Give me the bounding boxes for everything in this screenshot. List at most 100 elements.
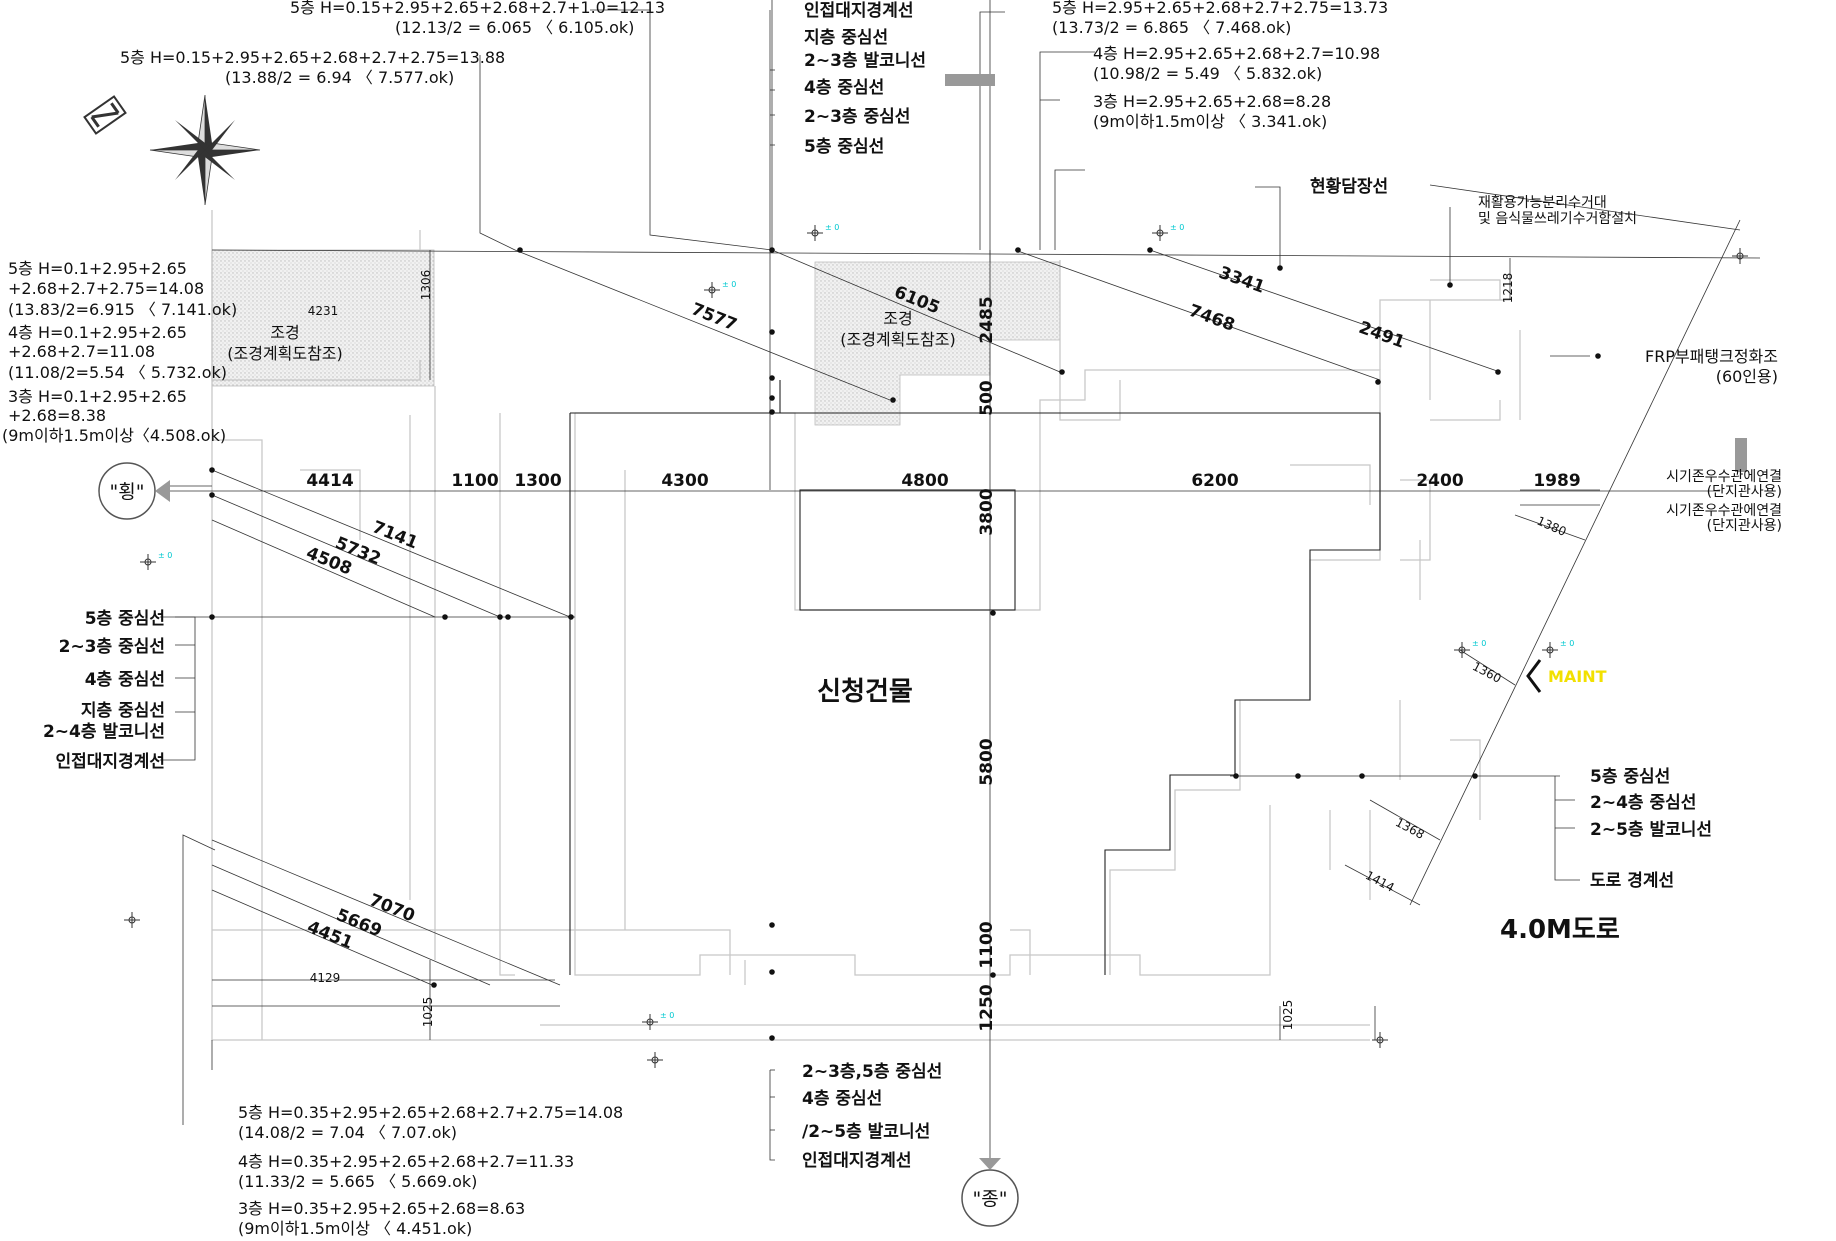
svg-text:1414: 1414 — [1363, 868, 1397, 895]
svg-text:5층 H=0.15+2.95+2.65+2.68+2.7+1: 5층 H=0.15+2.95+2.65+2.68+2.7+1.0=12.13 — [290, 0, 665, 17]
svg-text:2~3층 발코니선: 2~3층 발코니선 — [804, 51, 926, 71]
top-center-labels: 인접대지경계선 지층 중심선 2~3층 발코니선 4층 중심선 2~3층 중심선… — [804, 1, 926, 157]
building-outline — [569, 380, 1381, 975]
svg-text:1100: 1100 — [451, 471, 498, 491]
wall-outlines — [211, 210, 1521, 1041]
svg-text:+2.68=8.38: +2.68=8.38 — [8, 406, 106, 425]
svg-text:2~3층 중심선: 2~3층 중심선 — [59, 637, 165, 657]
level-tags: ± 0 ± 0 ± 0 ± 0 ± 0 ± 0 ± 0 — [158, 223, 1574, 1020]
svg-text:3800: 3800 — [977, 488, 997, 535]
svg-text:± 0: ± 0 — [158, 551, 172, 560]
svg-text:4800: 4800 — [901, 471, 948, 491]
svg-text:5층 H=2.95+2.65+2.68+2.7+2.75=1: 5층 H=2.95+2.65+2.68+2.7+2.75=13.73 — [1052, 0, 1388, 17]
svg-text:7468: 7468 — [1186, 301, 1237, 336]
svg-text:2485: 2485 — [977, 296, 997, 343]
svg-text:2~4층 중심선: 2~4층 중심선 — [1590, 793, 1696, 813]
main-entrance-label: MAINT — [1548, 667, 1607, 686]
svg-text:1100: 1100 — [977, 921, 997, 968]
svg-text:+2.68+2.7+2.75=14.08: +2.68+2.7+2.75=14.08 — [8, 279, 204, 298]
section-label-transverse: "횡" — [110, 481, 145, 503]
svg-text:4층 중심선: 4층 중심선 — [85, 670, 165, 690]
svg-text:1989: 1989 — [1533, 471, 1580, 491]
svg-text:1306: 1306 — [419, 270, 433, 301]
bottom-labels: 2~3층,5층 중심선 4층 중심선 /2~5층 발코니선 인접대지경계선 — [802, 1062, 942, 1171]
svg-text:(60인용): (60인용) — [1716, 367, 1778, 386]
svg-text:인접대지경계선: 인접대지경계선 — [804, 1, 913, 21]
svg-text:5층 H=0.1+2.95+2.65: 5층 H=0.1+2.95+2.65 — [8, 259, 187, 278]
building-label: 신청건물 — [817, 677, 913, 707]
svg-text:(12.13/2 = 6.065 〈 6.105.ok): (12.13/2 = 6.065 〈 6.105.ok) — [395, 18, 634, 37]
svg-text:1218: 1218 — [1501, 273, 1515, 304]
svg-text:6200: 6200 — [1191, 471, 1238, 491]
landscape-areas — [211, 249, 1061, 426]
svg-text:FRP부패탱크정화조: FRP부패탱크정화조 — [1645, 347, 1778, 366]
svg-text:4층 H=0.35+2.95+2.65+2.68+2.7=1: 4층 H=0.35+2.95+2.65+2.68+2.7=11.33 — [238, 1152, 574, 1171]
svg-text:4층 중심선: 4층 중심선 — [804, 78, 884, 98]
bottom-notes: 5층 H=0.35+2.95+2.65+2.68+2.7+2.75=14.08 … — [238, 1103, 623, 1238]
building-label-box — [805, 668, 925, 710]
svg-text:(9m이하1.5m이상〈4.508.ok): (9m이하1.5m이상〈4.508.ok) — [2, 426, 226, 445]
svg-text:/2~5층 발코니선: /2~5층 발코니선 — [802, 1122, 930, 1142]
svg-text:현황담장선: 현황담장선 — [1310, 177, 1388, 197]
svg-text:1025: 1025 — [421, 997, 435, 1028]
svg-text:및 음식물쓰레기수거함설치: 및 음식물쓰레기수거함설치 — [1478, 211, 1637, 227]
svg-text:± 0: ± 0 — [722, 280, 736, 289]
svg-text:인접대지경계선: 인접대지경계선 — [802, 1151, 911, 1171]
svg-text:2~4층 발코니선: 2~4층 발코니선 — [43, 722, 165, 742]
svg-text:1300: 1300 — [514, 471, 561, 491]
svg-text:7577: 7577 — [688, 299, 739, 335]
svg-text:2491: 2491 — [1356, 318, 1407, 353]
svg-text:재활용가능분리수거대: 재활용가능분리수거대 — [1478, 195, 1607, 211]
svg-text:2400: 2400 — [1416, 471, 1463, 491]
svg-text:4300: 4300 — [661, 471, 708, 491]
svg-text:조경: 조경 — [883, 309, 912, 328]
drain-symbol — [1735, 438, 1747, 472]
svg-text:지층 중심선: 지층 중심선 — [81, 701, 165, 721]
svg-text:± 0: ± 0 — [1170, 223, 1184, 232]
svg-text:도로 경계선: 도로 경계선 — [1590, 871, 1674, 891]
svg-text:(9m이하1.5m이상 〈 4.451.ok): (9m이하1.5m이상 〈 4.451.ok) — [238, 1219, 472, 1238]
svg-text:4231: 4231 — [308, 304, 339, 318]
diagonal-dims — [211, 249, 1586, 986]
svg-text:지층 중심선: 지층 중심선 — [804, 28, 888, 48]
svg-text:(11.33/2 = 5.665 〈 5.669.ok): (11.33/2 = 5.665 〈 5.669.ok) — [238, 1172, 477, 1191]
svg-text:± 0: ± 0 — [825, 223, 839, 232]
svg-text:(13.73/2 = 6.865 〈 7.468.ok): (13.73/2 = 6.865 〈 7.468.ok) — [1052, 18, 1291, 37]
svg-text:2~3층,5층 중심선: 2~3층,5층 중심선 — [802, 1062, 942, 1082]
left-notes: 5층 H=0.1+2.95+2.65 +2.68+2.7+2.75=14.08 … — [2, 259, 237, 445]
svg-text:(단지관사용): (단지관사용) — [1707, 484, 1782, 500]
svg-text:조경: 조경 — [270, 323, 299, 342]
svg-text:(13.88/2 = 6.94 〈 7.577.ok): (13.88/2 = 6.94 〈 7.577.ok) — [225, 68, 454, 87]
svg-text:1368: 1368 — [1393, 815, 1427, 842]
svg-text:(11.08/2=5.54 〈 5.732.ok): (11.08/2=5.54 〈 5.732.ok) — [8, 363, 227, 382]
svg-text:(14.08/2 = 7.04 〈 7.07.ok): (14.08/2 = 7.04 〈 7.07.ok) — [238, 1123, 457, 1142]
chevron-left-icon — [1526, 659, 1542, 693]
svg-text:3층 H=0.1+2.95+2.65: 3층 H=0.1+2.95+2.65 — [8, 387, 187, 406]
svg-text:시기존우수관에연결: 시기존우수관에연결 — [1666, 503, 1782, 519]
axis-lines — [160, 0, 1761, 1205]
svg-text:인접대지경계선: 인접대지경계선 — [56, 752, 165, 772]
svg-text:5층 중심선: 5층 중심선 — [85, 609, 165, 629]
svg-text:4414: 4414 — [306, 471, 353, 491]
svg-text:3341: 3341 — [1216, 263, 1267, 298]
svg-text:(단지관사용): (단지관사용) — [1707, 518, 1782, 534]
svg-text:(10.98/2 = 5.49 〈 5.832.ok): (10.98/2 = 5.49 〈 5.832.ok) — [1093, 64, 1322, 83]
svg-text:1025: 1025 — [1281, 1000, 1295, 1031]
section-marker-longitudinal: "종" — [961, 1158, 1019, 1227]
svg-text:(조경계획도참조): (조경계획도참조) — [840, 330, 956, 349]
vent-symbol — [945, 74, 995, 86]
svg-text:5층 중심선: 5층 중심선 — [1590, 767, 1670, 787]
top-notes: 5층 H=0.15+2.95+2.65+2.68+2.7+1.0=12.13 (… — [120, 0, 1388, 131]
svg-text:± 0: ± 0 — [1472, 639, 1486, 648]
svg-text:± 0: ± 0 — [1560, 639, 1574, 648]
building-core — [799, 489, 1016, 611]
svg-text:3층 H=2.95+2.65+2.68=8.28: 3층 H=2.95+2.65+2.68=8.28 — [1093, 92, 1331, 111]
svg-text:5층 H=0.35+2.95+2.65+2.68+2.7+2: 5층 H=0.35+2.95+2.65+2.68+2.7+2.75=14.08 — [238, 1103, 623, 1122]
section-label-longitudinal: "종" — [973, 1188, 1008, 1210]
svg-text:4129: 4129 — [310, 971, 341, 985]
svg-text:4층 중심선: 4층 중심선 — [802, 1089, 882, 1109]
svg-text:(9m이하1.5m이상 〈 3.341.ok): (9m이하1.5m이상 〈 3.341.ok) — [1093, 112, 1327, 131]
nodes — [209, 247, 1601, 1041]
section-marker-transverse: "횡" — [98, 462, 170, 520]
